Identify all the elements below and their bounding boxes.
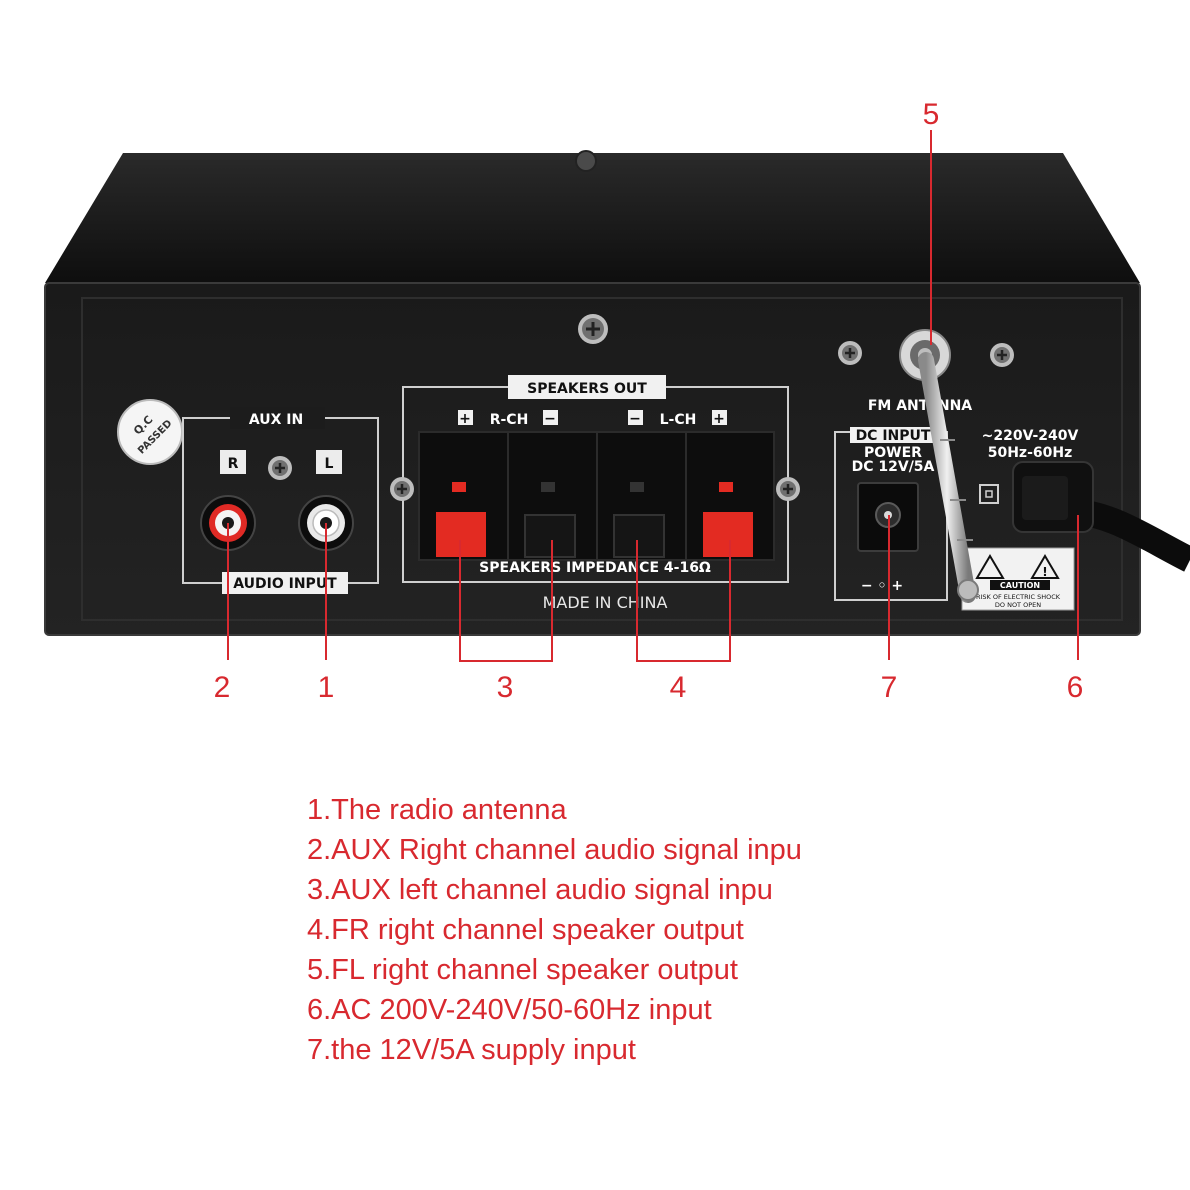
callout-number-5: 5 [923,98,940,131]
fm-antenna-label: FM ANTENNA [868,398,972,414]
terminal-l-minus[interactable] [613,482,665,558]
dc-rating-label: DC 12V/5A [852,459,935,475]
chassis-top [45,153,1140,283]
callout-number-2: 2 [214,671,231,704]
terminal-l-plus[interactable] [703,482,753,557]
callout-number-6: 6 [1067,671,1084,704]
l-ch-plus: + [713,411,725,427]
audio-input-label: AUDIO INPUT [233,576,337,592]
amplifier-rear-panel-photo: Q.C PASSED AUX IN R L AUDIO INPUT SPEAKE… [44,98,1190,704]
ac-frequency-label: 50Hz-60Hz [988,445,1073,461]
caution-sub2: DO NOT OPEN [995,601,1041,609]
l-ch-label: L-CH [660,412,697,428]
r-label: R [228,456,239,472]
port-legend-list: 1.The radio antenna 2.AUX Right channel … [307,790,1167,1070]
callout-number-7: 7 [881,671,898,704]
telescopic-antenna-rod[interactable] [918,352,979,603]
callout-leader-lines [227,130,1079,662]
qc-passed-sticker: Q.C PASSED [117,399,183,465]
speakers-out-label-box [508,375,666,399]
legend-item: 7.the 12V/5A supply input [307,1034,636,1066]
r-ch-minus: − [544,411,556,427]
l-ch-minus: − [629,411,641,427]
ac-rating-label: ~220V-240V [982,428,1079,444]
screw-icon [776,477,800,501]
top-screw [575,150,597,172]
callout-number-1: 1 [318,671,335,704]
callout-number-4: 4 [670,671,687,704]
screw-icon [390,477,414,501]
screw-icon [990,343,1014,367]
legend-item: 2.AUX Right channel audio signal inpu [307,834,802,866]
screw-icon [578,314,608,344]
terminal-r-plus[interactable] [436,482,486,557]
chassis-inner-bevel [81,297,1123,621]
caution-label: CAUTION [1000,581,1040,590]
r-ch-plus: + [459,411,471,427]
legend-item: 3.AUX left channel audio signal inpu [307,874,773,906]
l-label: L [325,456,334,472]
aux-in-label: AUX IN [249,412,303,428]
impedance-label: SPEAKERS IMPEDANCE 4-16Ω [479,560,711,576]
legend-item: 1.The radio antenna [307,794,567,826]
made-in-china-label: MADE IN CHINA [543,593,668,612]
l-label-box [316,450,342,474]
terminal-r-minus[interactable] [524,482,576,558]
screw-icon [838,341,862,365]
legend-item: 6.AC 200V-240V/50-60Hz input [307,994,712,1026]
caution-sub1: RISK OF ELECTRIC SHOCK [976,593,1061,601]
caution-sticker: ! CAUTION RISK OF ELECTRIC SHOCK DO NOT … [961,547,1075,611]
audio-input-label-box [222,572,348,594]
screw-icon [268,456,292,480]
polarity-label: − ◦ + [861,578,903,594]
r-label-box [220,450,246,474]
legend-item: 4.FR right channel speaker output [307,914,744,946]
speakers-out-label: SPEAKERS OUT [527,381,647,397]
svg-text:!: ! [1042,565,1047,579]
callout-number-3: 3 [497,671,514,704]
r-ch-label: R-CH [490,412,529,428]
double-insulation-icon [979,484,999,504]
legend-item: 5.FL right channel speaker output [307,954,738,986]
power-label: POWER [864,445,922,461]
dc-input-label: DC INPUT [856,428,931,444]
